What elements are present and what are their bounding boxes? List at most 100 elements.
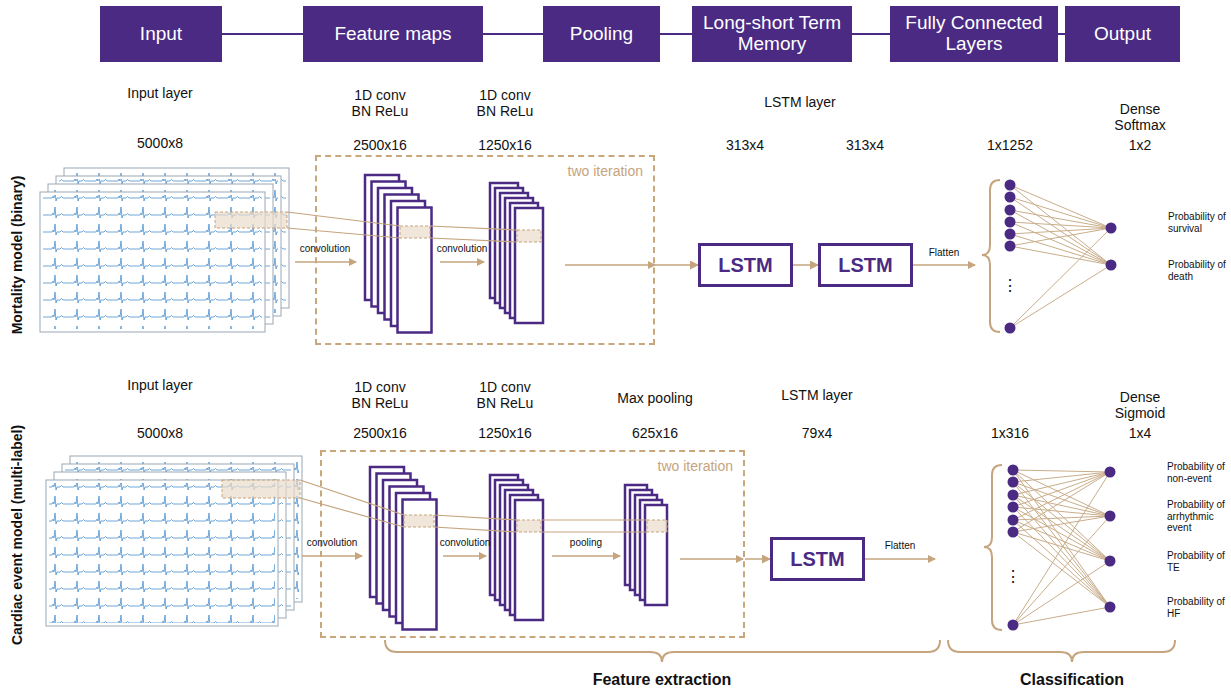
lstm-box: LSTM	[698, 243, 793, 287]
layer-label: Flatten	[885, 540, 916, 552]
header-link	[660, 33, 692, 35]
fc-link	[1013, 516, 1110, 625]
neuron	[1005, 229, 1016, 240]
layer-label: LSTM layer	[764, 94, 836, 110]
fc-link	[1013, 472, 1110, 520]
neuron	[1106, 223, 1117, 234]
output-label: Probability of survival	[1168, 211, 1231, 234]
fc-link	[1013, 516, 1110, 532]
output-label: Probability of TE	[1167, 550, 1231, 573]
layer-label: 1x2	[1129, 137, 1152, 153]
output-label: Probability of arrhythmic event	[1167, 499, 1231, 534]
ecg-trace	[49, 483, 275, 623]
layer-label: Flatten	[929, 247, 960, 259]
flow-arrow	[745, 558, 770, 560]
layer-label: convolution	[307, 537, 358, 549]
fc-link	[1013, 507, 1110, 607]
header-link	[483, 33, 543, 35]
layer-label: 1250x16	[478, 137, 532, 153]
layer-label: 313x4	[726, 137, 764, 153]
fc-link	[1010, 246, 1111, 265]
header-link	[852, 33, 890, 35]
layer-label: convolution	[440, 537, 491, 549]
layer-label: Max pooling	[617, 390, 693, 406]
layer-label: 2500x16	[353, 425, 407, 441]
row-title: Mortality model (binary)	[9, 176, 25, 335]
fc-link	[1013, 472, 1110, 495]
fc-link	[1010, 265, 1111, 328]
layer-label: Dense Softmax	[1108, 101, 1172, 133]
stage-header: Pooling	[543, 6, 660, 62]
neuron	[1008, 490, 1019, 501]
layer-label: 1x316	[991, 425, 1029, 441]
output-label: Probability of non-event	[1167, 461, 1231, 484]
feature-map	[403, 500, 437, 630]
node-text: Pooling	[570, 24, 633, 45]
stage-header: Feature maps	[303, 6, 483, 62]
ecg-sheet	[46, 480, 278, 626]
layer-label: Dense Sigmoid	[1108, 389, 1172, 421]
fc-link	[1010, 197, 1111, 228]
fc-link	[1013, 482, 1110, 516]
fc-link	[1010, 185, 1111, 265]
layer-label: 5000x8	[137, 135, 183, 151]
fc-link	[1010, 234, 1111, 265]
node-text: Long-short Term Memory	[698, 13, 846, 55]
node-text: LSTM	[718, 254, 772, 277]
feature-map	[645, 505, 667, 605]
fc-link	[1013, 472, 1110, 625]
neuron	[1005, 241, 1016, 252]
node-text: Input	[140, 24, 182, 45]
layer-label: Input layer	[127, 85, 192, 101]
layer-label: pooling	[570, 537, 602, 549]
layer-label: 2500x16	[353, 137, 407, 153]
layer-label: Classification	[1020, 671, 1124, 689]
layer-label: convolution	[437, 243, 488, 255]
layer-label: ⋮	[1005, 568, 1021, 586]
layer-label: convolution	[300, 243, 351, 255]
lstm-box: LSTM	[770, 537, 865, 581]
neuron	[1106, 260, 1117, 271]
feature-map	[515, 208, 543, 323]
stage-header: Output	[1065, 6, 1180, 62]
fc-link	[1010, 197, 1111, 265]
neuron	[1005, 217, 1016, 228]
neuron	[1008, 515, 1019, 526]
layer-label: 5000x8	[137, 425, 183, 441]
fc-link	[1010, 185, 1111, 228]
neuron	[1005, 192, 1016, 203]
fc-link	[1010, 228, 1111, 328]
layer-label: LSTM layer	[781, 387, 853, 403]
neuron	[1105, 511, 1116, 522]
neuron	[1008, 477, 1019, 488]
feature-map	[515, 500, 543, 620]
fc-link	[1013, 495, 1110, 607]
node-text: two iteration	[568, 163, 643, 179]
layer-label: 1D conv BN ReLu	[475, 379, 535, 411]
node-text: LSTM	[838, 254, 892, 277]
fc-link	[1013, 472, 1110, 532]
layer-label: 1D conv BN ReLu	[475, 87, 535, 119]
fc-link	[1013, 470, 1110, 561]
node-text: Output	[1094, 24, 1151, 45]
layer-label: 1D conv BN ReLu	[350, 87, 410, 119]
neuron	[1008, 465, 1019, 476]
neuron	[1105, 556, 1116, 567]
node-text: Feature maps	[334, 24, 451, 45]
layer-label: ⋮	[1002, 277, 1018, 295]
fc-link	[1013, 532, 1110, 607]
node-text: LSTM	[790, 548, 844, 571]
neuron	[1105, 602, 1116, 613]
fc-link	[1010, 222, 1111, 228]
fc-link	[1013, 561, 1110, 625]
header-link	[222, 33, 303, 35]
header-link	[1058, 33, 1065, 35]
neuron	[1105, 467, 1116, 478]
layer-label: 313x4	[846, 137, 884, 153]
node-text: Fully Connected Layers	[896, 13, 1052, 55]
flow-arrow	[793, 264, 818, 266]
neuron	[1008, 620, 1019, 631]
layer-label: 79x4	[802, 425, 832, 441]
